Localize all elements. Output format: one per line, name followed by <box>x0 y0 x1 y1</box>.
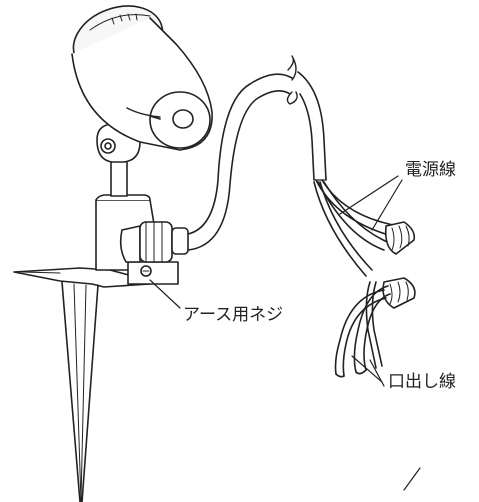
cable-gland <box>119 221 189 263</box>
ground-stake <box>13 267 151 502</box>
wire-connector-lower <box>382 277 416 309</box>
power-cable <box>187 55 327 251</box>
power-conductors <box>313 179 399 277</box>
wire-connector-upper <box>384 221 416 255</box>
leader-lines <box>149 175 421 491</box>
lead-wires <box>334 281 391 378</box>
ground-screw-label: アース用ネジ <box>183 305 284 325</box>
lamp-head <box>71 5 213 151</box>
power-cord-label: 電源線 <box>405 160 456 180</box>
lead-wire-label: 口出し線 <box>388 372 456 392</box>
